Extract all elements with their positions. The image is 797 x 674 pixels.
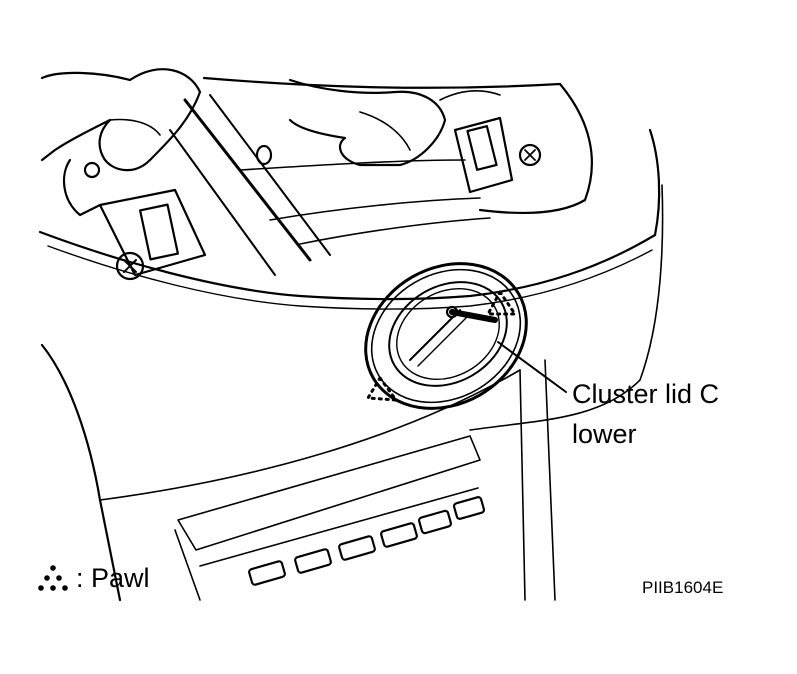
switch-button xyxy=(452,496,486,520)
lower-panel-right xyxy=(519,369,526,601)
lid-pawl-icon xyxy=(366,290,517,402)
callout-label-line2: lower xyxy=(572,419,637,449)
right-hand xyxy=(288,78,447,167)
console-frame-left-rail xyxy=(183,98,312,262)
legend-text: : Pawl xyxy=(76,562,150,593)
switch-panel-frame-2 xyxy=(174,529,201,601)
callout-leader-line xyxy=(497,341,567,393)
switch-panel-slot-line xyxy=(199,487,479,567)
dash-upper-edge-inner xyxy=(47,245,653,310)
dash-upper-edge xyxy=(38,230,657,301)
console-opening-top xyxy=(202,76,562,89)
console-hole xyxy=(255,144,273,166)
right-screw-cross xyxy=(524,149,536,161)
left-clip xyxy=(63,158,102,217)
right-hand-finger xyxy=(359,111,411,151)
legend: : Pawl xyxy=(36,558,150,598)
left-clip-hole xyxy=(83,161,101,179)
console-frame-left-rail-3 xyxy=(169,129,276,276)
right-hand-wrist xyxy=(439,90,501,101)
left-hand-finger xyxy=(109,118,161,136)
switch-panel-frame xyxy=(177,435,481,551)
switch-button xyxy=(248,560,286,586)
lid-outer-ring xyxy=(364,262,528,410)
lid-outer-ring-2 xyxy=(370,268,522,404)
pawl-triangle-icon xyxy=(38,565,68,591)
console-inner-shelf-3 xyxy=(299,217,491,245)
switch-button xyxy=(338,535,376,561)
console-inner-shelf-2 xyxy=(269,197,481,221)
lid-inner-ring xyxy=(388,281,508,387)
left-bracket-slot xyxy=(139,203,179,261)
lid-inner-ring-2 xyxy=(396,288,500,380)
switch-panel xyxy=(174,435,486,601)
lower-panel-left xyxy=(40,343,122,602)
right-screw-icon xyxy=(518,143,542,167)
lower-panel-right-2 xyxy=(544,359,556,601)
cluster-lid-c-lower xyxy=(364,262,528,410)
right-bracket xyxy=(453,116,514,194)
console-frame-left-rail-2 xyxy=(209,94,331,256)
lid-vane-2 xyxy=(417,315,469,367)
switch-button xyxy=(417,509,453,535)
lower-panel-edge xyxy=(99,369,521,501)
figure-code: PIIB1604E xyxy=(642,578,724,597)
lid-knob-end xyxy=(445,305,459,319)
left-screw-icon xyxy=(115,251,145,281)
left-screw-cross xyxy=(123,259,137,273)
switch-button xyxy=(294,548,332,574)
switch-button xyxy=(380,522,418,548)
lid-knob xyxy=(449,309,498,323)
console-inner-shelf xyxy=(239,159,466,171)
dash-right-lower xyxy=(469,184,664,431)
callout-label-line1: Cluster lid C xyxy=(572,379,720,409)
dash-right-side xyxy=(648,128,661,237)
console-frame-right xyxy=(478,82,593,215)
right-bracket-slot xyxy=(466,125,498,171)
lid-vane xyxy=(409,309,461,361)
left-bracket xyxy=(98,188,207,277)
